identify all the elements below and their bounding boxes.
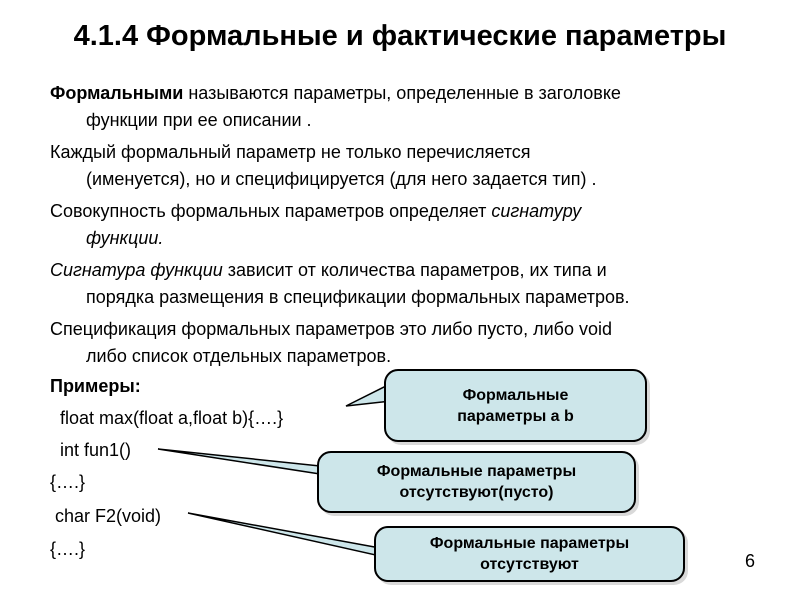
paragraph-text-line2: (именуется), но и специфицируется (для н…	[86, 169, 597, 189]
term-signature: сигнатуру	[491, 201, 582, 221]
pointer-2	[157, 448, 321, 475]
paragraph-formal-definition: Формальными называются параметры, опреде…	[50, 80, 770, 134]
page-number: 6	[744, 551, 755, 571]
term-function-signature: Сигнатура функции	[50, 260, 223, 280]
code-line-fun1-body: {….}	[50, 472, 86, 492]
callout-formal-params-empty: Формальные параметры отсутствуют(пусто)	[317, 451, 636, 513]
paragraph-text-line2: функции при ее описании .	[86, 110, 312, 130]
paragraph-text: Спецификация формальных параметров это л…	[50, 319, 612, 339]
pointer-3	[187, 512, 381, 557]
paragraph-text-line2: порядка размещения в спецификации формал…	[86, 287, 630, 307]
paragraph-text: зависит от количества параметров, их тип…	[222, 260, 607, 280]
callout-line2: отсутствуют(пусто)	[399, 484, 554, 501]
paragraph-text-line2: функции.	[86, 228, 164, 248]
term-formal: Формальными	[50, 83, 184, 103]
slide-title: 4.1.4 Формальные и фактические параметры	[73, 20, 727, 52]
paragraph-signature: Совокупность формальных параметров опред…	[50, 198, 770, 252]
callout-formal-params-ab: Формальные параметры a b	[384, 369, 647, 442]
code-line-f2-body: {….}	[50, 539, 86, 559]
paragraph-text: Совокупность формальных параметров опред…	[50, 201, 492, 221]
examples-heading: Примеры:	[50, 376, 141, 396]
code-line-fun1: int fun1()	[60, 440, 132, 460]
callout-line1: Формальные параметры	[429, 535, 630, 552]
code-line-f2: char F2(void)	[55, 506, 162, 526]
callout-line2: отсутствуют	[480, 556, 579, 573]
callout-line2: параметры a b	[457, 407, 574, 425]
paragraph-text-line2: либо список отдельных параметров.	[86, 346, 392, 366]
callout-line1: Формальные	[462, 386, 569, 404]
paragraph-text: называются параметры, определенные в заг…	[183, 83, 621, 103]
paragraph-spec-options: Спецификация формальных параметров это л…	[50, 316, 770, 370]
paragraph-text: Каждый формальный параметр не только пер…	[50, 142, 531, 162]
callout-formal-params-none: Формальные параметры отсутствуют	[374, 526, 685, 582]
code-line-max: float max(float a,float b){….}	[60, 408, 284, 428]
callout-line1: Формальные параметры	[376, 463, 577, 480]
paragraph-signature-depends: Сигнатура функции зависит от количества …	[50, 257, 770, 311]
paragraph-specification: Каждый формальный параметр не только пер…	[50, 139, 770, 193]
